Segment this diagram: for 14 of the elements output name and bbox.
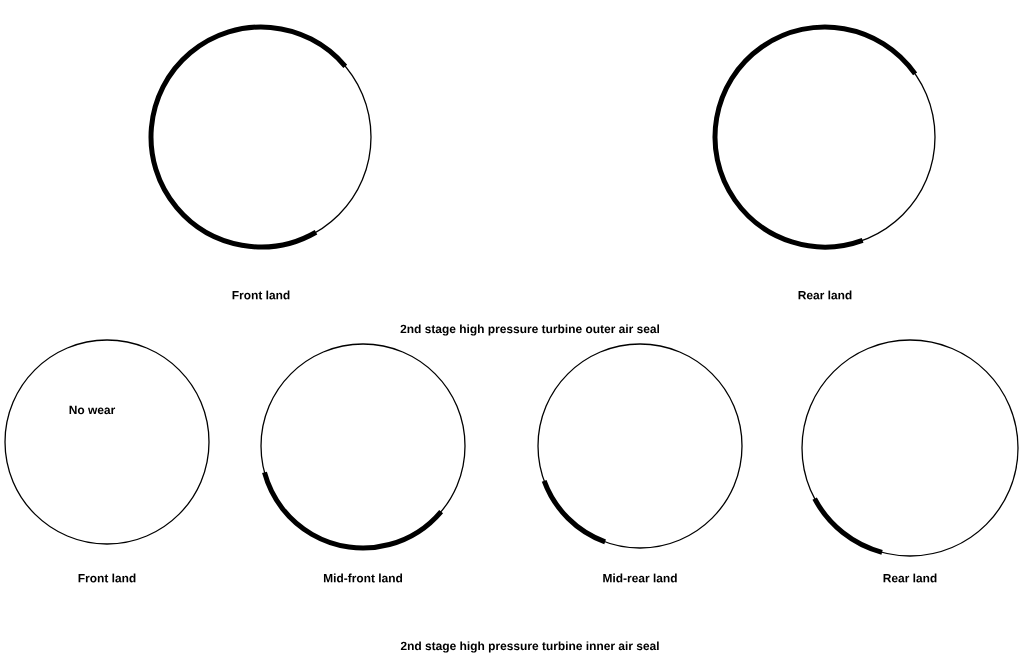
node-label: Rear land — [798, 290, 852, 300]
wear-circle — [712, 24, 936, 250]
node-label: Mid-rear land — [603, 573, 677, 583]
section-title: 2nd stage high pressure turbine inner air seal — [400, 641, 659, 653]
node-label: Rear land — [883, 573, 937, 583]
node-label: Mid-front land — [323, 573, 403, 583]
node-label: Front land — [232, 290, 290, 300]
wear-circle — [148, 24, 372, 250]
wear-circle — [537, 343, 743, 549]
circle-text: No wear — [69, 405, 116, 415]
section-title: 2nd stage high pressure turbine outer air seal — [400, 324, 659, 336]
node-label: Front land — [78, 573, 136, 583]
wear-circle — [260, 343, 466, 551]
wear-circle — [801, 339, 1019, 557]
